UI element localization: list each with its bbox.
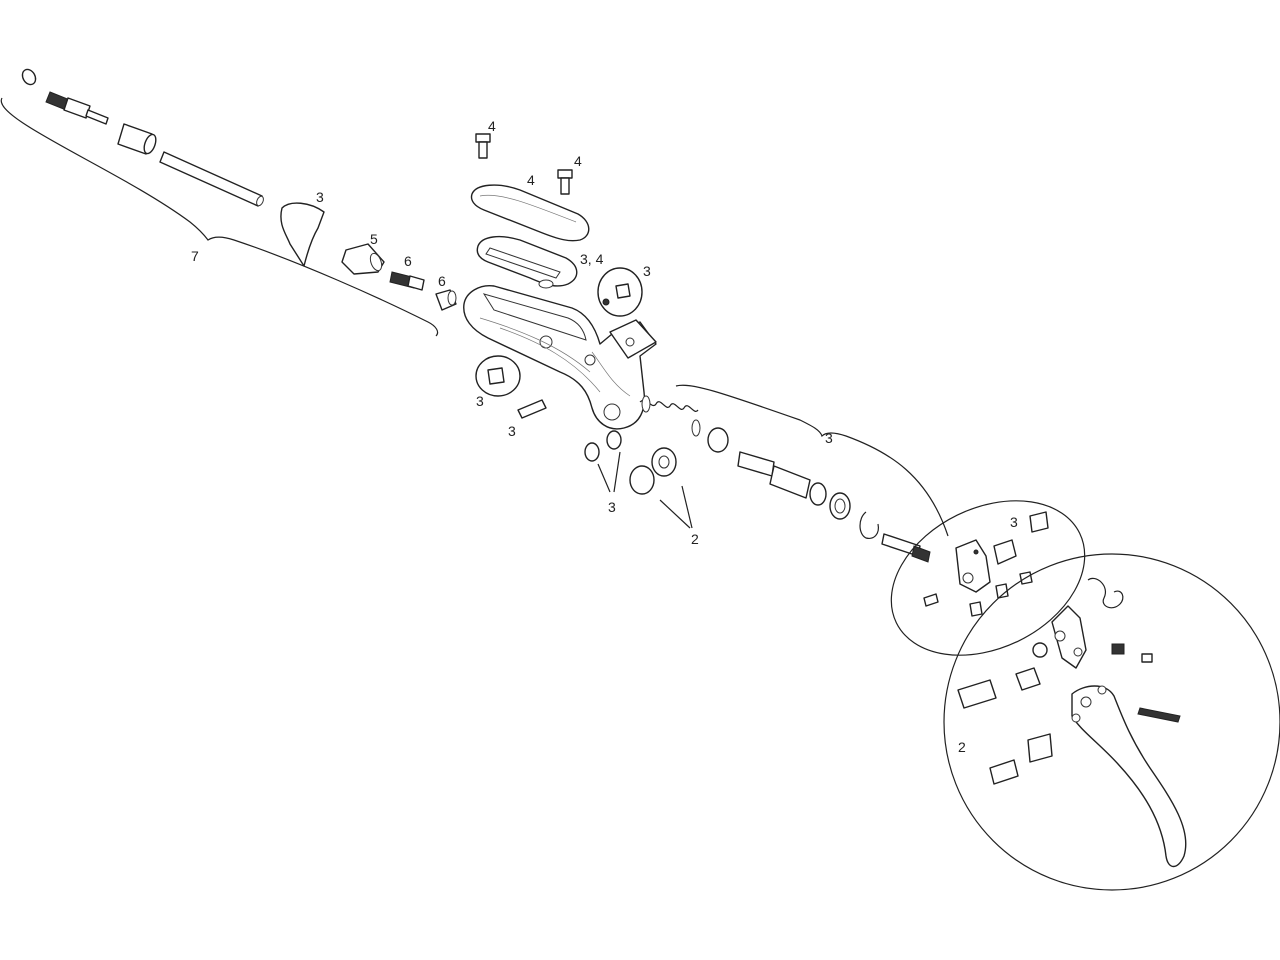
label-pin: 3: [508, 423, 516, 439]
hose-barb: [45, 91, 109, 125]
bleed-screw-detail: 3: [475, 355, 521, 409]
label-lever-internals: 3: [1010, 514, 1018, 530]
hose-kit-bracket: [0, 97, 439, 337]
label-piston-assembly: 3: [825, 430, 833, 446]
label-sleeve: 3: [316, 189, 324, 205]
label-barb-insert: 6: [404, 253, 412, 269]
reservoir-screw-top: 4: [475, 118, 496, 159]
pivot-pin: 3: [508, 399, 547, 439]
reservoir-bladder: 3, 4: [476, 235, 604, 289]
label-lever-blade: 2: [958, 739, 966, 755]
label-screw-right: 4: [574, 153, 582, 169]
sleeve-part: 3: [280, 189, 325, 267]
hose-kit-group: 7: [0, 68, 439, 337]
label-nut: 5: [370, 231, 378, 247]
label-compression-fitting: 6: [438, 273, 446, 289]
lever-blade-detail: 2: [943, 553, 1280, 891]
hose-sleeve: [117, 123, 157, 155]
hose: [159, 151, 264, 207]
barb-insert: 6: [389, 253, 425, 291]
washers: 2: [651, 447, 699, 547]
o-ring: [21, 68, 37, 86]
piston-assembly: 3: [675, 384, 949, 563]
lever-body: [463, 285, 657, 430]
compression-nut: 5: [341, 231, 385, 275]
lever-internals-detail: 3: [890, 500, 1086, 656]
label-screw-top: 4: [488, 118, 496, 134]
label-reservoir-cap: 4: [527, 172, 535, 188]
label-bleed-port: 3: [643, 263, 651, 279]
compression-fitting: 6: [435, 273, 457, 311]
label-bleed-screw: 3: [476, 393, 484, 409]
label-hose-kit: 7: [191, 248, 199, 264]
return-spring: [639, 395, 701, 437]
label-washers: 2: [691, 531, 699, 547]
label-bladder: 3, 4: [580, 251, 604, 267]
reservoir-screw-right: 4: [557, 153, 582, 195]
label-bushings: 3: [608, 499, 616, 515]
reservoir-cap: 4: [470, 172, 590, 242]
bushings: 3: [584, 430, 655, 515]
bleed-port-detail: 3: [597, 263, 651, 317]
